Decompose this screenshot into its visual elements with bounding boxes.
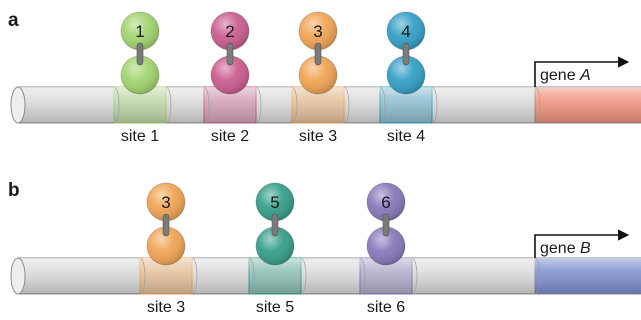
- linker-stalk: [382, 213, 390, 237]
- dna-end-cap: [10, 86, 26, 124]
- dna-shading: [18, 258, 641, 294]
- panel-b: b 3 site 3 5 site 5 6 site 6 gene B: [8, 180, 641, 316]
- protein-shading: [367, 183, 405, 221]
- gene-label-prefix: gene: [540, 240, 580, 257]
- transcription-factor-2: 2: [210, 11, 250, 95]
- protein-number: 5: [270, 193, 279, 212]
- transcription-factor-3: 3: [298, 11, 338, 95]
- protein-number: 1: [135, 22, 144, 41]
- panel-label: a: [8, 10, 19, 31]
- protein-shading: [299, 12, 337, 50]
- dna-end-cap: [10, 257, 26, 295]
- segment-divider: [300, 257, 307, 295]
- protein-shading: [147, 183, 185, 221]
- protein-number: 3: [161, 193, 170, 212]
- transcription-factor-1: 1: [120, 11, 160, 95]
- transcription-factor-5: 5: [255, 182, 295, 266]
- segment-divider: [191, 257, 198, 295]
- gene-label: gene A: [540, 67, 591, 84]
- protein-shading: [211, 56, 249, 94]
- protein-shading: [121, 56, 159, 94]
- segment-divider: [203, 86, 210, 124]
- linker-stalk: [226, 42, 234, 66]
- linker-stalk: [402, 42, 410, 66]
- protein-shading: [299, 56, 337, 94]
- segment-divider: [139, 257, 146, 295]
- transcription-start-arrow: [534, 56, 630, 87]
- site-label: site 5: [256, 299, 294, 316]
- transcription-start-arrow: [534, 229, 630, 258]
- segment-divider: [343, 86, 350, 124]
- protein-number: 4: [401, 22, 410, 41]
- segment-divider: [431, 86, 438, 124]
- segment-divider: [359, 257, 366, 295]
- gene-label-prefix: gene: [540, 67, 580, 84]
- protein-shading: [121, 12, 159, 50]
- transcription-factor-4: 4: [386, 11, 426, 95]
- linker-stalk: [162, 213, 170, 237]
- linker-stalk: [314, 42, 322, 66]
- protein-shading: [256, 183, 294, 221]
- panel-label: b: [8, 180, 20, 201]
- site-label: site 3: [299, 128, 337, 145]
- site-label: site 2: [211, 128, 249, 145]
- segment-divider: [248, 257, 255, 295]
- segment-divider: [165, 86, 172, 124]
- protein-number: 2: [225, 22, 234, 41]
- segment-divider: [113, 86, 120, 124]
- segment-divider: [534, 257, 541, 295]
- linker-stalk: [271, 213, 279, 237]
- protein-shading: [147, 227, 185, 265]
- segment-divider: [534, 86, 541, 124]
- protein-shading: [211, 12, 249, 50]
- gene-name: A: [579, 67, 591, 84]
- protein-shading: [387, 56, 425, 94]
- linker-stalk: [136, 42, 144, 66]
- segment-divider: [379, 86, 386, 124]
- site-label: site 3: [147, 299, 185, 316]
- dna-shading: [18, 87, 641, 123]
- protein-shading: [387, 12, 425, 50]
- segment-divider: [255, 86, 262, 124]
- transcription-factor-3: 3: [146, 182, 186, 266]
- segment-divider: [411, 257, 418, 295]
- protein-shading: [256, 227, 294, 265]
- gene-name: B: [580, 240, 591, 257]
- transcription-factor-6: 6: [366, 182, 406, 266]
- site-label: site 1: [121, 128, 159, 145]
- gene-label: gene B: [540, 240, 591, 257]
- panel-a: a 1 site 1 2 site 2 3 site 3 4 site 4 gene A: [8, 10, 641, 145]
- protein-number: 3: [313, 22, 322, 41]
- site-label: site 4: [387, 128, 425, 145]
- site-label: site 6: [367, 299, 405, 316]
- protein-shading: [367, 227, 405, 265]
- segment-divider: [291, 86, 298, 124]
- protein-number: 6: [381, 193, 390, 212]
